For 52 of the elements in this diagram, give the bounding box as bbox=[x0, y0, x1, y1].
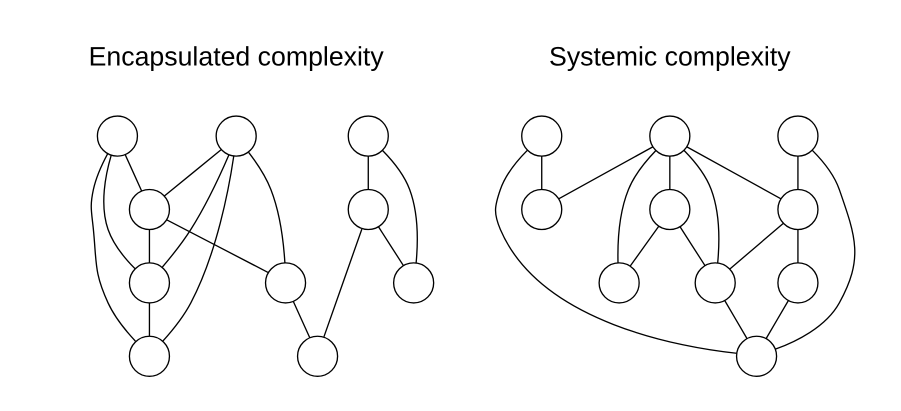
connector bbox=[683, 150, 719, 263]
node-circle bbox=[735, 336, 777, 377]
node-circle bbox=[392, 262, 434, 304]
connector bbox=[668, 156, 670, 190]
connector bbox=[629, 226, 659, 266]
node-circle bbox=[214, 115, 256, 157]
connector bbox=[166, 219, 268, 274]
connector bbox=[292, 301, 310, 338]
node-circle bbox=[648, 115, 690, 157]
node-circle bbox=[520, 188, 562, 230]
connector bbox=[724, 300, 748, 339]
label: Systemic complexity bbox=[548, 41, 790, 72]
connector bbox=[163, 149, 221, 196]
connector bbox=[378, 226, 404, 266]
connector bbox=[616, 150, 656, 263]
connector bbox=[679, 226, 706, 266]
node-circle bbox=[128, 336, 170, 377]
node-circle bbox=[347, 188, 388, 230]
connector bbox=[248, 152, 286, 263]
node-circle bbox=[648, 188, 690, 230]
connector bbox=[558, 146, 652, 200]
connector bbox=[322, 228, 362, 338]
node-circle bbox=[520, 115, 562, 157]
node-circle bbox=[776, 262, 818, 304]
connector bbox=[90, 153, 136, 342]
node-circle bbox=[776, 188, 818, 230]
connector bbox=[494, 150, 736, 354]
connector bbox=[367, 156, 368, 190]
connector bbox=[148, 230, 150, 263]
connector bbox=[796, 156, 798, 190]
node-circle bbox=[776, 115, 818, 157]
connector bbox=[161, 154, 229, 268]
connector bbox=[102, 155, 135, 270]
node-circle bbox=[694, 262, 736, 304]
connector bbox=[382, 150, 418, 263]
node-circle bbox=[128, 262, 170, 304]
node-circle bbox=[347, 115, 388, 157]
connector bbox=[774, 150, 855, 350]
connector bbox=[728, 222, 784, 270]
node-circle bbox=[96, 115, 138, 157]
connector bbox=[162, 156, 234, 342]
connector bbox=[765, 300, 788, 339]
node-circle bbox=[128, 188, 170, 230]
connector bbox=[124, 154, 142, 191]
connector bbox=[686, 146, 781, 200]
connector bbox=[540, 156, 542, 190]
node-circle bbox=[264, 262, 306, 304]
connector bbox=[148, 303, 150, 336]
label: Encapsulated complexity bbox=[88, 41, 384, 72]
node-circle bbox=[296, 336, 338, 377]
connector bbox=[796, 230, 798, 263]
node-circle bbox=[598, 262, 640, 304]
